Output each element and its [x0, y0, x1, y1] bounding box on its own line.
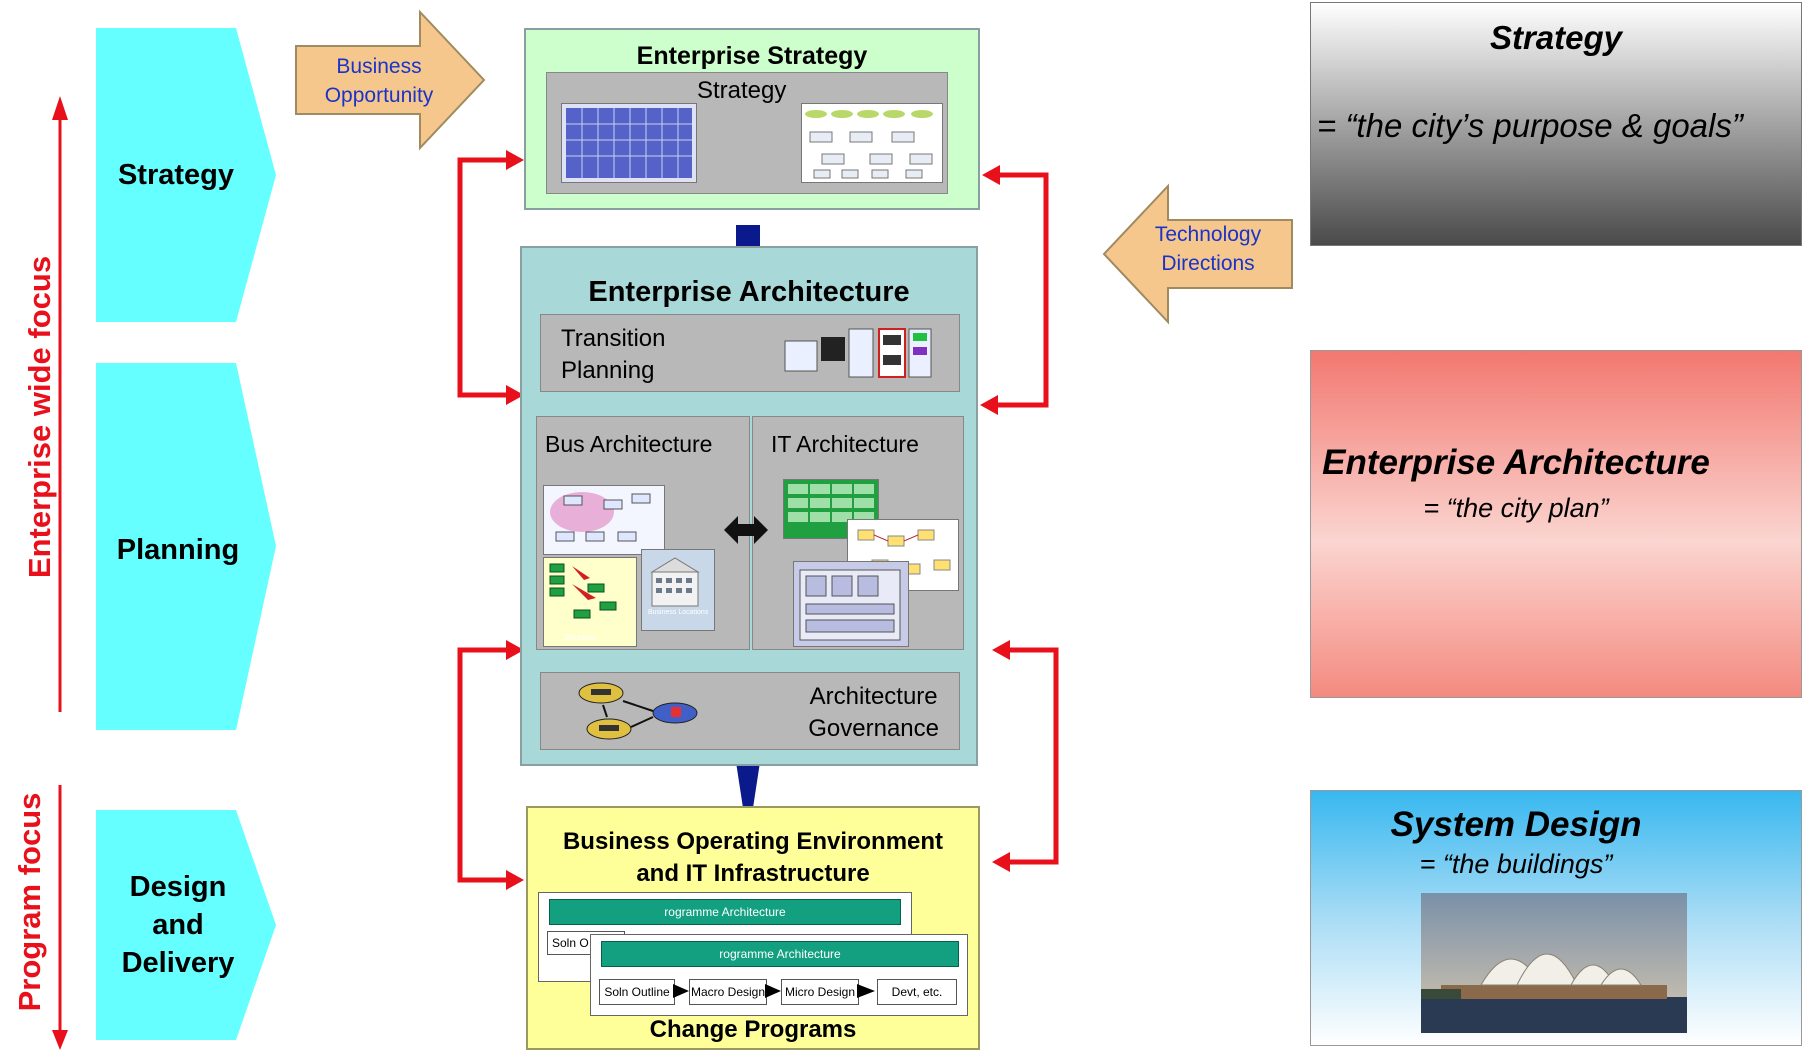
- transition-planning-label: Transition Planning: [561, 325, 666, 384]
- step-macro-design: Macro Design: [689, 979, 767, 1005]
- business-opportunity-label: Business Opportunity: [324, 55, 434, 107]
- transition-flow-thumb: [784, 328, 932, 378]
- arrow-down-icon: [52, 1030, 68, 1050]
- it-architecture-label: IT Architecture: [771, 431, 919, 457]
- chevron-planning: [96, 363, 276, 730]
- stage-design-delivery: Design and Delivery: [121, 871, 235, 979]
- analogy-sd-panel: System Design = “the buildings”: [1310, 790, 1802, 1046]
- strategy-inner-box: Strategy: [546, 72, 948, 194]
- opera-house-image: [1421, 893, 1687, 1033]
- change-programs-footer: Change Programs: [649, 1016, 857, 1043]
- analogy-ea-panel: Enterprise Architecture = “the city plan…: [1310, 350, 1802, 698]
- bus-structure-thumb: Structure: [543, 557, 637, 647]
- link-ea-change: [736, 762, 760, 808]
- programme-card-front: rogramme Architecture Soln Outline Macro…: [590, 934, 968, 1016]
- bus-architecture-box: Bus Architecture Structure Business Loca…: [536, 416, 750, 650]
- chevron-design: [96, 810, 276, 1040]
- strategy-grid-thumb: [561, 103, 697, 183]
- bus-structure-caption: Structure: [564, 633, 597, 642]
- loop-right-top: [996, 172, 1049, 408]
- enterprise-strategy-panel: Enterprise Strategy Strategy: [524, 28, 980, 210]
- change-programs-title: Business Operating Environment and IT In…: [562, 828, 944, 887]
- programme-architecture-bar: rogramme Architecture: [601, 941, 959, 967]
- enterprise-strategy-title: Enterprise Strategy: [636, 42, 868, 70]
- step-micro-design: Micro Design: [781, 979, 859, 1005]
- analogy-ea-sub: = “the city plan”: [1423, 493, 1609, 523]
- loop-left-bottom: [457, 647, 510, 883]
- analogy-sd-sub: = “the buildings”: [1419, 849, 1613, 879]
- programme-architecture-label-back: rogramme Architecture: [664, 905, 786, 919]
- enterprise-architecture-title: Enterprise Architecture: [588, 276, 910, 308]
- link-strategy-ea: [736, 225, 760, 247]
- technology-directions-label: Technology Directions: [1154, 223, 1262, 275]
- business-locations-caption: Business Locations: [648, 609, 709, 616]
- strategy-tree-thumb: [801, 103, 943, 183]
- loop-left-top: [457, 157, 510, 398]
- business-opportunity-arrow: [295, 9, 486, 151]
- it-layers-thumb: [793, 561, 909, 647]
- analogy-sd-title: System Design: [1390, 805, 1642, 844]
- transition-planning-box: Transition Planning: [540, 314, 960, 392]
- enterprise-architecture-panel: Enterprise Architecture Transition Plann…: [520, 246, 978, 766]
- business-locations-thumb: Business Locations: [641, 549, 715, 631]
- it-architecture-box: IT Architecture: [752, 416, 964, 650]
- stage-strategy: Strategy: [117, 159, 235, 191]
- step-soln-outline: Soln Outline: [599, 979, 675, 1005]
- bus-context-thumb: [543, 485, 665, 555]
- analogy-strategy-sub: = “the city’s purpose & goals”: [1317, 107, 1743, 144]
- governance-cycle-thumb: [578, 682, 698, 740]
- chevron-strategy: [96, 28, 276, 322]
- step-arrows: [673, 984, 875, 998]
- analogy-ea-title: Enterprise Architecture: [1322, 443, 1710, 482]
- bus-architecture-label: Bus Architecture: [545, 431, 713, 457]
- bidirectional-arrow-icon: [724, 516, 768, 544]
- change-programs-panel: Business Operating Environment and IT In…: [526, 806, 980, 1050]
- arrow-up-icon: [52, 96, 68, 120]
- architecture-governance-label: Architecture Governance: [808, 683, 939, 742]
- stage-planning: Planning: [116, 534, 240, 566]
- step-devt: Devt, etc.: [877, 979, 957, 1005]
- programme-architecture-label: rogramme Architecture: [719, 947, 841, 961]
- analogy-strategy-title: Strategy: [1489, 19, 1623, 56]
- programme-architecture-bar-back: rogramme Architecture: [549, 899, 901, 925]
- architecture-governance-box: Architecture Governance: [540, 672, 960, 750]
- loop-right-bottom: [1006, 647, 1059, 865]
- stage-chevrons: [52, 28, 276, 1050]
- strategy-inner-label: Strategy: [697, 77, 787, 104]
- technology-directions-arrow: [1102, 183, 1293, 325]
- analogy-strategy-panel: Strategy = “the city’s purpose & goals”: [1310, 2, 1802, 246]
